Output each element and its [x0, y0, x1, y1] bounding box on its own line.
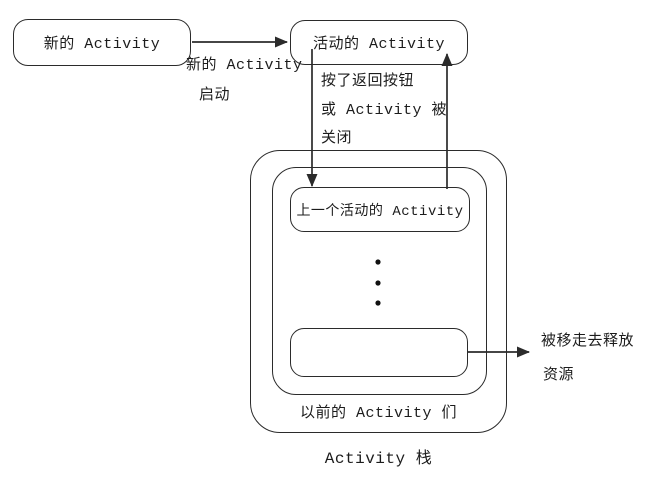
active-activity-label: 活动的 Activity: [312, 36, 445, 53]
back-label-line1: 按了返回按钮: [321, 73, 415, 90]
release-label-line1: 被移走去释放: [541, 333, 635, 350]
launch-label-line2: 启动: [199, 87, 231, 104]
back-label-line2: 或 Activity 被: [321, 102, 448, 119]
launch-label-line1: 新的 Activity: [186, 57, 303, 74]
new-activity-label: 新的 Activity: [43, 36, 161, 53]
previous-activity-box: 上一个活动的 Activity: [290, 187, 470, 232]
removed-activity-box: [290, 328, 468, 377]
activity-stack-outer-container: [250, 150, 507, 433]
previous-activities-caption: 以前的 Activity 们: [299, 405, 457, 422]
previous-activity-label: 上一个活动的 Activity: [296, 203, 464, 220]
active-activity-box: 活动的 Activity: [290, 20, 468, 65]
activity-stack-inner-container: [272, 167, 487, 395]
activity-stack-caption: Activity 栈: [324, 450, 433, 468]
back-label-line3: 关闭: [321, 130, 353, 147]
release-label-line2: 资源: [543, 367, 575, 384]
new-activity-box: 新的 Activity: [13, 19, 191, 66]
